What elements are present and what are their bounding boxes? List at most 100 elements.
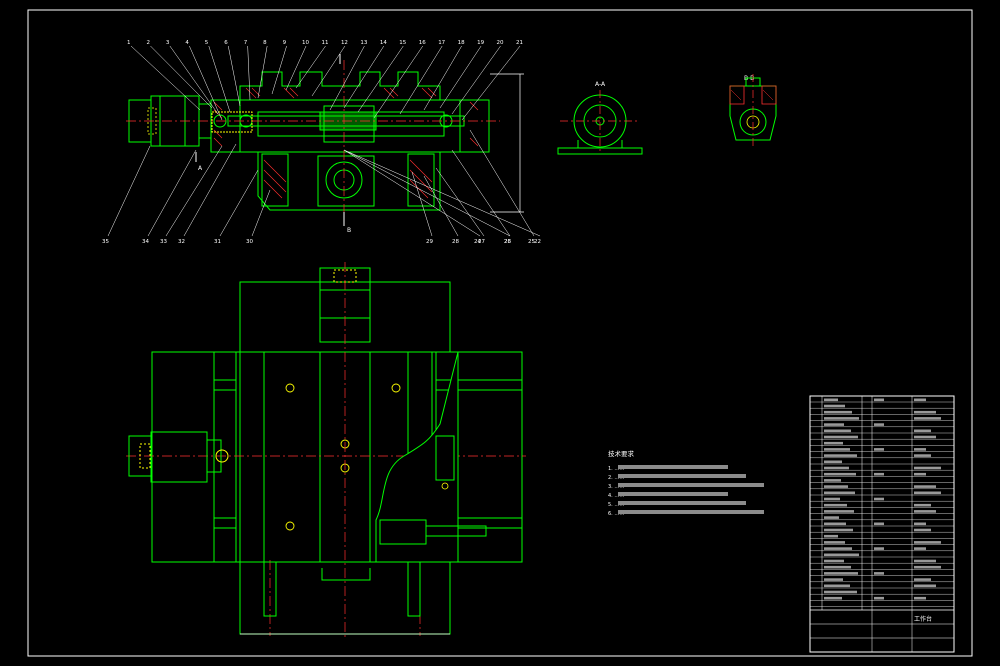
balloon-leader (150, 45, 213, 109)
balloon-number-top: 18 (458, 40, 465, 46)
balloon-number-top: 19 (477, 40, 484, 46)
bom-cell-text (824, 479, 841, 482)
balloon-leader (343, 149, 541, 237)
balloon-number-bottom: 30 (246, 239, 253, 245)
balloon-leader (257, 45, 268, 99)
bom-cell-text (824, 596, 842, 600)
bom-cell-text (824, 510, 854, 513)
balloon-number-bottom: 25 (528, 239, 535, 245)
balloon-number-top: 11 (322, 40, 329, 46)
tech-note-line: 5. …… (608, 502, 624, 508)
balloon-number-bottom: 24 (474, 239, 481, 245)
bom-cell-text (824, 398, 838, 402)
bom-cell-text (914, 541, 941, 544)
drawing-border (27, 9, 973, 657)
plan-view (126, 262, 526, 640)
cut-label-a: A (198, 165, 203, 172)
bom-cell-text (874, 522, 884, 526)
balloon-leader (399, 45, 443, 115)
cut-label-b: B (347, 227, 351, 234)
bom-cell-text (824, 429, 851, 433)
balloon-number-top: 4 (185, 40, 189, 46)
balloon-leader (295, 45, 326, 89)
balloon-leader (423, 175, 459, 237)
balloon-leader (411, 171, 433, 237)
bom-cell-text (874, 547, 884, 550)
bom-cell-text (914, 429, 931, 433)
bom-cell-text (824, 565, 851, 569)
bom-cell-text (874, 596, 884, 600)
bom-cell-text (914, 503, 931, 507)
bom-cell-text (874, 497, 884, 501)
balloon-leader (451, 45, 501, 115)
balloon-leader (469, 129, 535, 237)
bom-cell-text (874, 572, 884, 575)
bom-cell-text (824, 503, 847, 507)
bom-cell-text (824, 590, 857, 594)
balloon-number-top: 12 (341, 40, 348, 46)
bom-cell-text (824, 559, 844, 563)
balloon-leader (285, 45, 307, 91)
mounting-holes (285, 383, 401, 531)
lower-rails (263, 561, 421, 617)
tech-note-text-block (618, 483, 764, 487)
bom-cell-text (914, 435, 936, 439)
bom-cell-text (824, 534, 838, 538)
bom-cell-text (824, 404, 845, 408)
bom-cell-text (824, 528, 853, 532)
balloon-leader (219, 169, 259, 237)
balloon-leader (271, 45, 287, 95)
bom-cell-text (914, 448, 926, 451)
bom-cell-text (914, 410, 936, 414)
bom-cell-text (824, 454, 857, 457)
bom-cell-text (824, 553, 859, 557)
tech-note-line: 3. …… (608, 484, 624, 490)
bom-cell-text (874, 448, 884, 451)
bom-cell-text (824, 584, 850, 588)
motor-key-outline (147, 107, 157, 135)
balloon-number-bottom: 34 (142, 239, 149, 245)
balloon-number-top: 20 (497, 40, 504, 46)
tech-note-line: 6. …… (608, 511, 624, 517)
drawing-title: 工作台 (914, 615, 932, 623)
section-centerlines (126, 60, 500, 226)
balloon-number-top: 15 (399, 40, 406, 46)
bom-cell-text (824, 578, 843, 581)
balloon-number-top: 2 (146, 40, 150, 46)
bom-cell-text (914, 596, 926, 600)
bom-cell-text (874, 398, 884, 402)
balloon-leader (183, 143, 237, 237)
balloon-number-bottom: 31 (214, 239, 221, 245)
bom-cell-text (914, 510, 936, 513)
view-a-a: A-A (557, 81, 643, 155)
bom-cell-text (914, 466, 941, 470)
balloon-number-top: 13 (360, 40, 367, 46)
balloon-leader (343, 149, 481, 237)
bom-cell-text (914, 491, 941, 495)
balloon-number-top: 3 (166, 40, 170, 46)
broken-out-section (375, 351, 459, 563)
housing-outline (210, 99, 490, 153)
tech-note-line: 2. …… (608, 475, 624, 481)
balloon-leader (357, 45, 404, 113)
balloon-number-bottom: 27 (478, 239, 485, 245)
tech-note-text-block (618, 501, 746, 505)
bom-cell-text (914, 454, 931, 457)
balloon-number-top: 21 (516, 40, 523, 46)
bom-cell-text (914, 522, 926, 526)
balloon-leader (423, 45, 462, 111)
bom-cell-text (914, 578, 931, 581)
balloon-leader (343, 45, 385, 109)
bom-cell-text (824, 472, 856, 476)
bom-cell-text (874, 423, 884, 426)
balloon-leader (247, 45, 251, 101)
bom-cell-text (914, 417, 941, 420)
balloon-leader (189, 45, 223, 121)
bom-cell-text (824, 497, 840, 501)
view-a-title: A-A (595, 81, 606, 88)
tech-note-line: 1. …… (608, 466, 624, 472)
coupling-plan (215, 449, 229, 463)
balloon-leader (208, 45, 231, 113)
balloon-number-top: 5 (205, 40, 209, 46)
